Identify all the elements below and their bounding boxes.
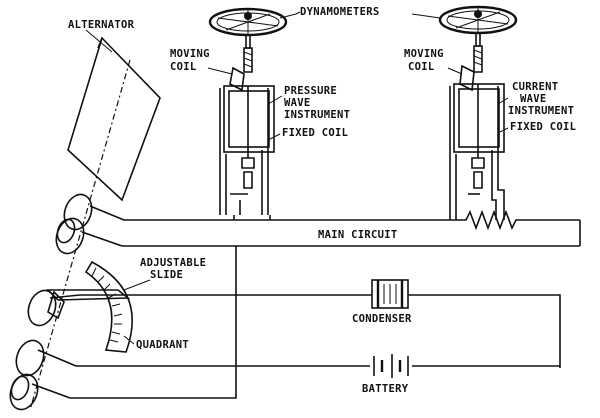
label-current-2: WAVE (520, 93, 547, 105)
condenser (371, 279, 409, 309)
label-pressure-3: INSTRUMENT (284, 109, 350, 121)
label-current-1: CURRENT (512, 81, 558, 93)
condenser-circuit (70, 246, 561, 399)
labels: ALTERNATOR DYNAMOMETERS MOVING COIL MOVI… (68, 6, 576, 395)
label-condenser: CONDENSER (352, 313, 412, 325)
alternator-plate (29, 36, 161, 411)
leader-lines (85, 11, 509, 345)
shunt-resistor (448, 209, 518, 231)
quadrant (46, 260, 133, 353)
slip-rings (9, 193, 93, 411)
main-circuit-wires (122, 219, 581, 247)
label-moving-coil-1b: COIL (170, 61, 197, 73)
label-moving-coil-1a: MOVING (170, 48, 210, 60)
label-main-circuit: MAIN CIRCUIT (318, 229, 397, 241)
label-adjustable-1: ADJUSTABLE (140, 257, 206, 269)
label-fixed-coil-2: FIXED COIL (510, 121, 576, 133)
label-battery: BATTERY (362, 383, 409, 395)
brushes (31, 205, 125, 399)
battery (373, 354, 409, 378)
label-alternator: ALTERNATOR (68, 19, 135, 31)
label-pressure-1: PRESSURE (284, 85, 337, 97)
pressure-wave-instrument (208, 7, 288, 220)
label-moving-coil-2a: MOVING (404, 48, 444, 60)
label-current-3: INSTRUMENT (508, 105, 574, 117)
label-quadrant: QUADRANT (136, 339, 189, 351)
label-dynamometers: DYNAMOMETERS (300, 6, 379, 18)
current-wave-instrument (438, 5, 518, 220)
label-moving-coil-2b: COIL (408, 61, 435, 73)
label-fixed-coil-1: FIXED COIL (282, 127, 348, 139)
label-adjustable-2: SLIDE (150, 269, 183, 281)
label-pressure-2: WAVE (284, 97, 311, 109)
